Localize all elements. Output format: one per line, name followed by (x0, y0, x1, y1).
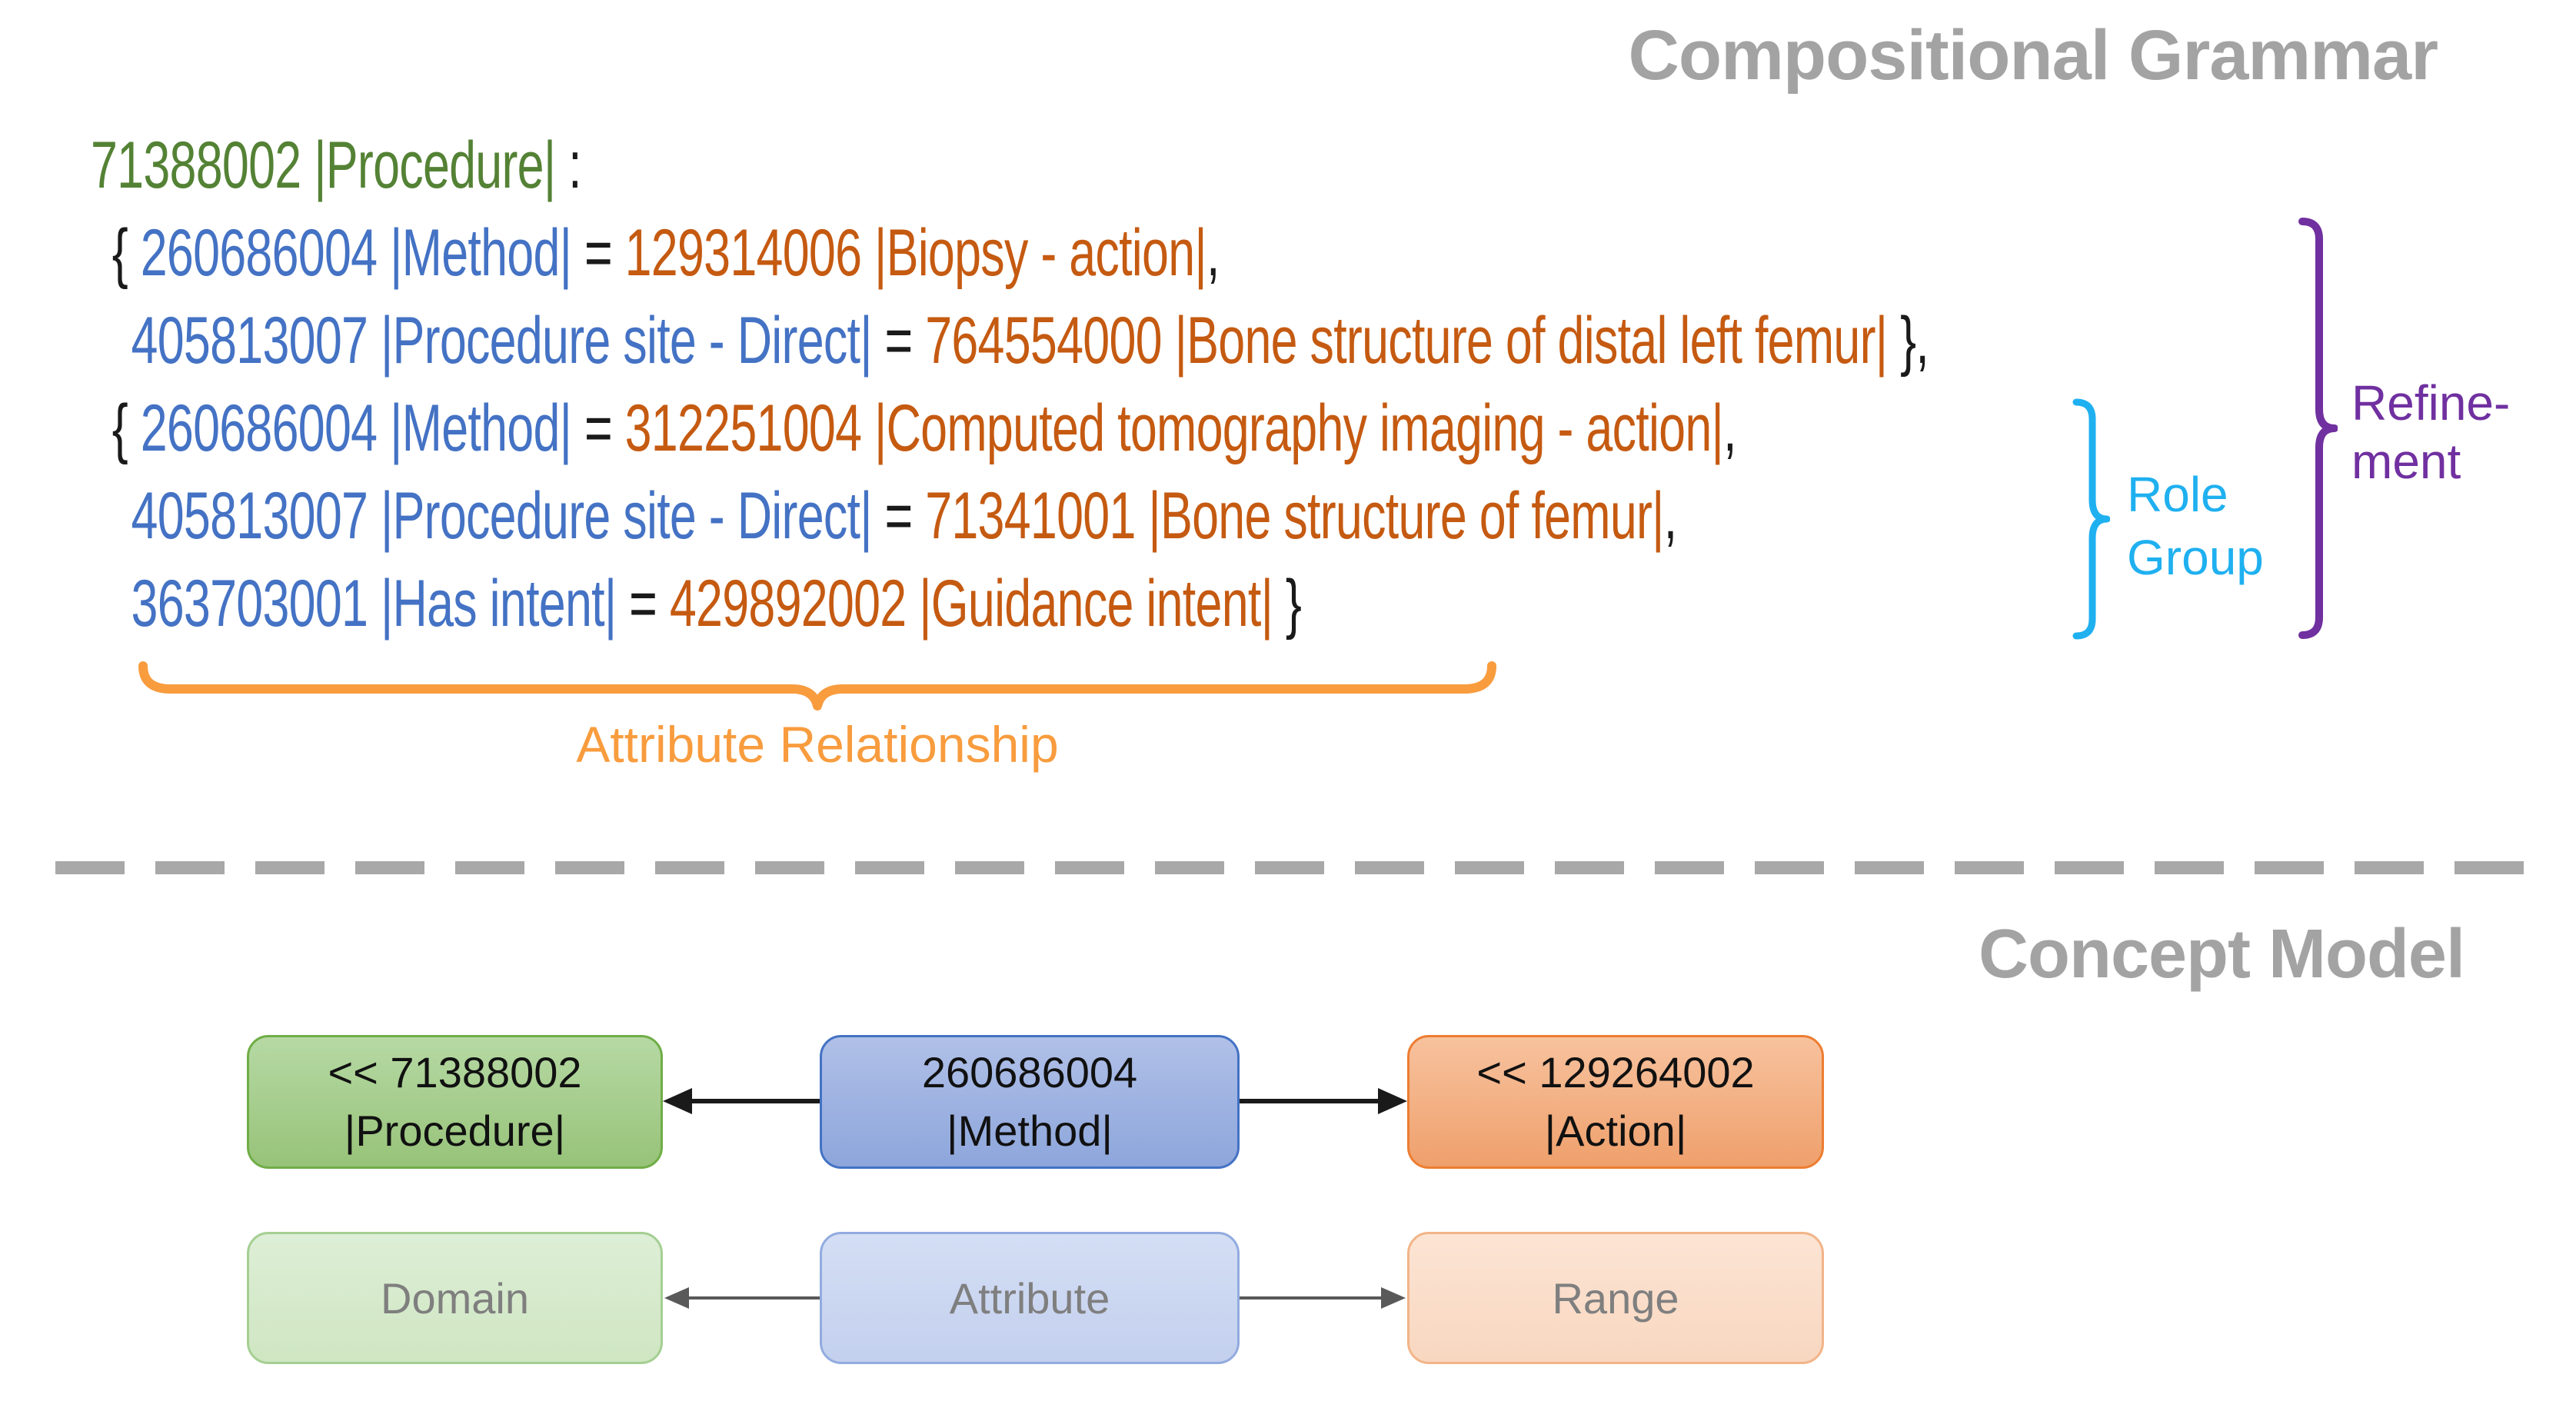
equals-token: = (571, 216, 625, 290)
open-brace-token: { (111, 216, 141, 290)
range-schema-box: Range (1407, 1232, 1824, 1364)
arrow-attribute-to-range (1240, 1287, 1406, 1309)
brace-path (138, 661, 1496, 710)
domain-schema-box: Domain (247, 1232, 663, 1364)
arrowhead-left (663, 1088, 692, 1114)
attribute-token: 260686004 |Method| (140, 391, 572, 465)
arrowhead-right (1381, 1287, 1406, 1309)
range-schema-label: Range (1552, 1273, 1679, 1323)
comma-token: , (1723, 391, 1736, 465)
arrow-method-to-procedure (663, 1088, 820, 1114)
equals-token: = (871, 479, 926, 553)
role-group-brace (2072, 398, 2110, 640)
arrowhead-right (1378, 1088, 1407, 1114)
attribute-schema-label: Attribute (949, 1273, 1110, 1323)
role-group-label-line2: Group (2127, 530, 2264, 585)
action-concept-box: << 129264002 |Action| (1407, 1035, 1824, 1169)
attribute-schema-box: Attribute (820, 1232, 1240, 1364)
refinement-brace (2298, 218, 2338, 639)
brace-path (2298, 218, 2338, 639)
section-divider-dashed-line (55, 861, 2550, 874)
focus-concept-token: 71388002 |Procedure| (91, 128, 556, 202)
refinement-label-line2: ment (2351, 434, 2461, 489)
brace-path (2072, 398, 2110, 640)
comma-token: , (1663, 479, 1677, 553)
value-token: 429892002 |Guidance intent| (669, 567, 1273, 641)
attribute-token: 260686004 |Method| (140, 216, 572, 290)
grammar-line-rolegroup1-method: { 260686004 |Method| = 129314006 |Biopsy… (91, 209, 1929, 297)
compositional-grammar-title: Compositional Grammar (1628, 16, 2438, 95)
domain-schema-label: Domain (381, 1273, 529, 1323)
grammar-expression: 71388002 |Procedure| : { 260686004 |Meth… (91, 121, 2576, 647)
method-attribute-id: 260686004 (921, 1048, 1138, 1097)
comma-token: , (1206, 216, 1220, 290)
method-attribute-box: 260686004 |Method| (820, 1035, 1240, 1169)
attribute-token: 405813007 |Procedure site - Direct| (131, 479, 873, 553)
value-token: 764554000 |Bone structure of distal left… (925, 304, 1888, 378)
procedure-concept-term: |Procedure| (344, 1107, 566, 1155)
concept-model-title: Concept Model (1979, 916, 2465, 993)
refinement-label-line1: Refine- (2351, 375, 2511, 431)
equals-token: = (616, 567, 670, 641)
value-token: 71341001 |Bone structure of femur| (925, 479, 1664, 553)
equals-token: = (871, 304, 926, 378)
attribute-relationship-label: Attribute Relationship (576, 716, 1059, 773)
arrowhead-left (664, 1287, 689, 1309)
role-group-label: Role Group (2127, 463, 2264, 589)
open-brace-token: { (111, 391, 141, 465)
action-concept-id: << 129264002 (1476, 1048, 1755, 1097)
grammar-line-rolegroup2-site: 405813007 |Procedure site - Direct| = 71… (91, 472, 1929, 560)
value-token: 129314006 |Biopsy - action| (624, 216, 1207, 290)
arrow-attribute-to-domain (664, 1287, 820, 1309)
close-brace-token: } (1273, 567, 1302, 641)
grammar-line-rolegroup2-intent: 363703001 |Has intent| = 429892002 |Guid… (91, 560, 1929, 647)
close-brace-comma-token: }, (1887, 304, 1929, 378)
method-attribute-term: |Method| (947, 1107, 1113, 1155)
attribute-token: 363703001 |Has intent| (131, 567, 617, 641)
action-concept-term: |Action| (1544, 1107, 1687, 1155)
arrow-method-to-action (1240, 1088, 1407, 1114)
role-group-label-line1: Role (2127, 467, 2228, 522)
value-token: 312251004 |Computed tomography imaging -… (624, 391, 1724, 465)
attribute-relationship-brace (138, 661, 1496, 710)
grammar-line-focus-concept: 71388002 |Procedure| : (91, 121, 1929, 209)
grammar-line-rolegroup2-method: { 260686004 |Method| = 312251004 |Comput… (91, 384, 1929, 472)
attribute-token: 405813007 |Procedure site - Direct| (131, 304, 873, 378)
equals-token: = (571, 391, 625, 465)
refinement-label: Refine- ment (2351, 374, 2510, 491)
procedure-concept-box: << 71388002 |Procedure| (247, 1035, 663, 1169)
definition-colon-token: : (555, 128, 581, 202)
procedure-concept-id: << 71388002 (328, 1048, 582, 1097)
grammar-line-rolegroup1-site: 405813007 |Procedure site - Direct| = 76… (91, 297, 1929, 384)
